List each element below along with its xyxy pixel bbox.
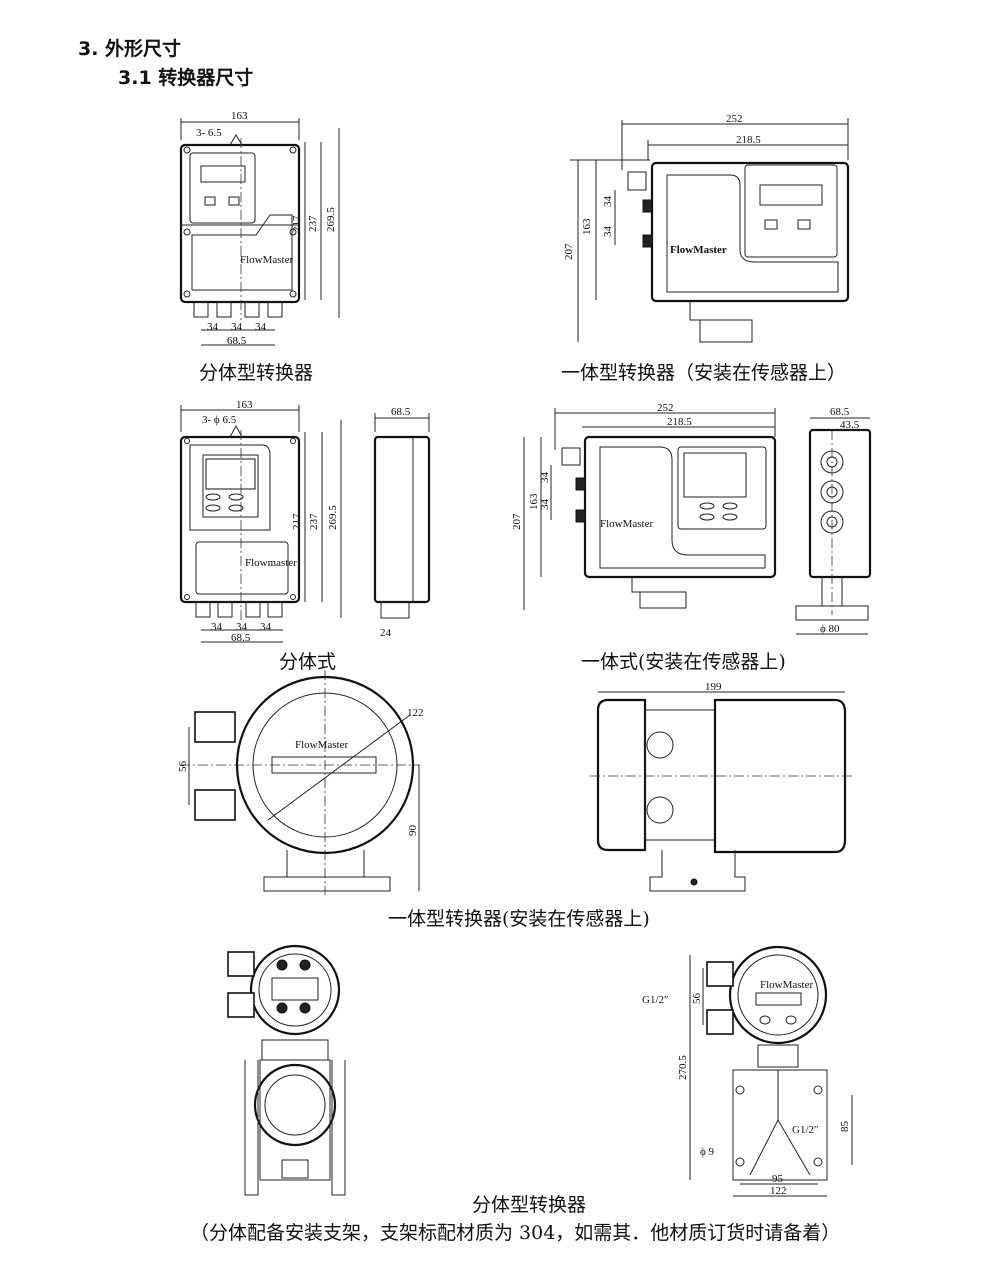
dim-label: 163 [236, 399, 253, 411]
dim-label: 122 [407, 707, 424, 719]
dim-label: 218.5 [736, 134, 761, 146]
figure-split-side-2: 68.5 24 [373, 406, 431, 639]
dim-label: 3- ϕ 6.5 [202, 414, 237, 426]
dim-label: 207 [511, 513, 523, 530]
brand-label: Flowmaster [245, 557, 297, 569]
dim-label: 34 [236, 621, 248, 633]
dim-label: 68.5 [227, 335, 247, 347]
dim-label: 34 [539, 472, 551, 484]
dim-label: 269.5 [327, 505, 339, 530]
dim-label: 237 [308, 513, 320, 530]
brand-label: FlowMaster [240, 254, 294, 266]
dim-label: 207 [563, 243, 575, 260]
brand-label: FlowMaster [600, 518, 654, 530]
dim-label: 34 [539, 499, 551, 511]
figure-round-integral-front: FlowMaster 122 56 90 [177, 670, 424, 895]
caption-split-2: 分体式 [279, 651, 337, 673]
dim-label: ϕ 80 [820, 623, 840, 635]
caption-integral-3: 一体型转换器(安装在传感器上) [388, 908, 650, 930]
dim-label: 90 [407, 825, 419, 837]
figure-integral-side-2: 68.5 43.5 ϕ 80 [795, 406, 872, 635]
dim-label: 270.5 [677, 1055, 689, 1080]
dim-label: 56 [691, 993, 703, 1005]
dim-label: 122 [770, 1185, 787, 1197]
dim-label: 163 [581, 218, 593, 235]
brand-label: FlowMaster [670, 244, 727, 256]
dim-label: 56 [177, 761, 189, 773]
dim-label: 217 [291, 215, 303, 232]
dim-label: ϕ 9 [700, 1146, 715, 1158]
dim-label: 252 [726, 113, 743, 125]
dim-label: 269.5 [325, 207, 337, 232]
figure-bracket-split-front [227, 944, 346, 1196]
dim-label: 217 [291, 513, 303, 530]
dim-label: 95 [772, 1173, 784, 1185]
dim-label: G1/2″ [642, 994, 669, 1006]
dim-label: 68.5 [830, 406, 850, 418]
dim-label: 68.5 [391, 406, 411, 418]
section-heading: 3. 外形尺寸 [78, 38, 182, 60]
figure-round-integral-side: 199 [590, 681, 855, 892]
dim-label: 34 [207, 321, 219, 333]
caption-integral-2: 一体式(安装在传感器上) [581, 651, 786, 673]
dim-label: G1/2″ [792, 1124, 819, 1136]
brand-label: FlowMaster [760, 979, 814, 991]
dim-label: 237 [307, 215, 319, 232]
dim-label: 34 [211, 621, 223, 633]
dim-label: 68.5 [231, 632, 251, 644]
figure-split-front-2: Flowmaster 163 3- ϕ 6.5 217 237 269.5 34… [179, 399, 342, 644]
caption-integral-1: 一体型转换器（安装在传感器上） [561, 362, 847, 384]
figure-bracket-split-side: FlowMaster 270.5 56 G1/2″ G1/2″ 85 95 12… [642, 945, 853, 1197]
dim-label: 34 [260, 621, 272, 633]
figure-integral-2: FlowMaster 252 218.5 207 163 34 34 [511, 402, 777, 610]
dim-label: 24 [380, 627, 392, 639]
caption-split-type-2: 分体型转换器 [472, 1194, 587, 1216]
dim-label: 252 [657, 402, 674, 414]
subsection-heading: 3.1 转换器尺寸 [118, 67, 254, 89]
dim-label: 163 [231, 110, 248, 122]
dim-label: 34 [602, 226, 614, 238]
dim-label: 199 [705, 681, 722, 693]
figure-integral-1: FlowMaster 252 218.5 207 163 34 34 [563, 113, 850, 343]
dim-label: 34 [231, 321, 243, 333]
dim-label: 218.5 [667, 416, 692, 428]
dim-label: 85 [839, 1121, 851, 1133]
dim-label: 34 [255, 321, 267, 333]
brand-label: FlowMaster [295, 739, 349, 751]
caption-split-type-1: 分体型转换器 [199, 362, 314, 384]
dim-label: 163 [528, 493, 540, 510]
figure-split-front-1: FlowMaster 163 3- 6.5 217 237 269.5 34 3… [179, 110, 340, 347]
dim-label: 34 [602, 196, 614, 208]
dim-label: 3- 6.5 [196, 127, 222, 139]
caption-note: （分体配备安装支架，支架标配材质为 304，如需其．他材质订货时请备着） [190, 1222, 841, 1244]
dim-label: 43.5 [840, 419, 860, 431]
